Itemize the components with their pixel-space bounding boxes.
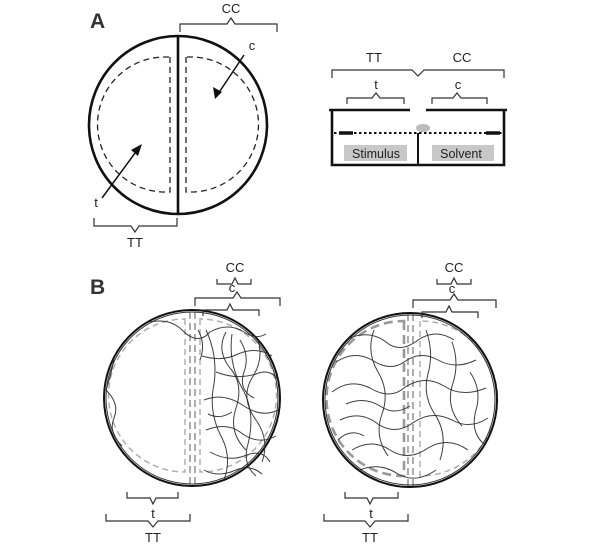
left-track-path — [207, 411, 233, 418]
left-track-path — [209, 451, 271, 463]
test-area-outline — [96, 56, 171, 193]
stimulus-label: Stimulus — [352, 147, 400, 161]
test-zone-bracket — [93, 218, 178, 234]
side-test-area-bracket — [346, 92, 405, 104]
track-arena-left: CC c t TT — [103, 260, 281, 545]
right-track-path — [345, 400, 411, 412]
right-arena-track-ring — [324, 314, 496, 486]
test-area-label: t — [94, 195, 98, 210]
left-track-path — [197, 329, 204, 361]
test-area-arrowhead — [131, 144, 142, 156]
left-test-zone-label: TT — [145, 530, 161, 545]
right-track-path — [339, 415, 489, 430]
left-control-zone-bracket — [194, 290, 281, 306]
right-track-path — [337, 432, 365, 441]
left-track-path — [230, 333, 257, 477]
left-track-path — [246, 339, 266, 463]
track-arena-right: CC c t TT — [322, 260, 499, 545]
control-area-outline — [185, 56, 260, 193]
right-track-path — [351, 442, 469, 456]
right-control-area-label: c — [449, 281, 456, 296]
left-track-path — [239, 339, 255, 399]
stimulus-pad — [344, 145, 407, 161]
side-test-zone-label: TT — [366, 50, 382, 65]
right-control-zone-label: CC — [445, 260, 464, 275]
right-track-path — [469, 371, 485, 445]
right-test-area-label: t — [369, 506, 373, 521]
left-track-path — [105, 357, 123, 447]
left-arena-track-ring — [105, 311, 279, 485]
right-control-area-dashed — [419, 320, 499, 477]
left-control-area-bracket — [202, 302, 260, 316]
arena-top-view: c t CC TT — [87, 1, 278, 250]
solvent-pad — [432, 145, 494, 161]
right-track-path — [359, 466, 437, 479]
left-test-zone-bracket — [105, 514, 191, 528]
left-test-area-label: t — [151, 506, 155, 521]
panel-b-label: B — [90, 276, 105, 299]
side-control-area-bracket — [431, 92, 488, 104]
right-track-path — [449, 341, 463, 427]
left-track-path — [215, 371, 279, 381]
left-track-path — [221, 331, 247, 451]
left-control-area-dashed — [199, 318, 278, 473]
test-zone-label: TT — [127, 235, 143, 250]
left-test-area-dashed — [107, 318, 186, 473]
left-test-area-bracket — [126, 492, 179, 506]
left-control-zone-label: CC — [226, 260, 245, 275]
left-control-zone-top-bracket — [216, 276, 252, 285]
side-control-zone-label: CC — [453, 50, 472, 65]
right-track-path — [335, 355, 477, 367]
insect-marker — [416, 124, 430, 132]
test-area-arrow — [101, 148, 139, 199]
right-control-zone-bracket — [412, 292, 497, 308]
right-test-area-bracket — [344, 492, 399, 506]
right-track-path — [331, 380, 487, 395]
solvent-label: Solvent — [440, 147, 482, 161]
control-area-arrowhead — [213, 87, 222, 99]
left-arena-outline — [103, 309, 281, 487]
right-control-zone-top-bracket — [436, 276, 472, 285]
right-test-zone-bracket — [323, 514, 409, 528]
control-area-arrow — [217, 54, 245, 95]
side-zones-bracket — [331, 69, 505, 78]
left-track-path — [203, 467, 263, 475]
panel-a-label: A — [90, 10, 105, 33]
right-test-zone-label: TT — [362, 530, 378, 545]
left-track-path — [201, 350, 273, 360]
control-zone-label: CC — [222, 1, 241, 16]
right-arena-outline — [322, 312, 498, 488]
left-track-path — [205, 426, 277, 441]
right-test-area-dashed — [325, 319, 406, 478]
control-area-label: c — [249, 38, 256, 53]
arena-side-view: Stimulus Solvent TT CC t c — [329, 50, 507, 167]
right-control-area-bracket — [421, 304, 479, 318]
right-track-path — [370, 329, 389, 457]
side-control-area-label: c — [455, 77, 462, 92]
side-test-area-label: t — [374, 77, 378, 92]
left-track-path — [203, 396, 279, 414]
left-control-area-label: c — [229, 280, 236, 295]
left-track-path — [149, 320, 267, 339]
right-track-path — [425, 329, 444, 461]
right-track-path — [349, 333, 455, 348]
control-zone-bracket — [179, 16, 278, 32]
